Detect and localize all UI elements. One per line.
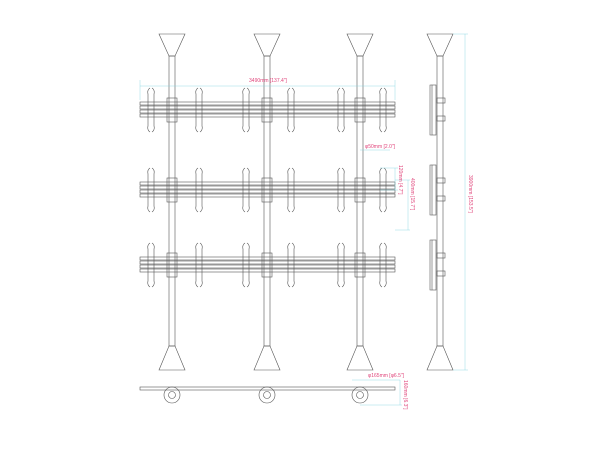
- bracket-ext: [380, 167, 398, 191]
- height-ext: [453, 33, 468, 371]
- bracket: [287, 167, 295, 213]
- pole-clamp: [261, 97, 273, 123]
- bracket: [337, 167, 345, 213]
- pole-clamp: [261, 177, 273, 203]
- side-bracket: [429, 164, 432, 216]
- crossbar: [139, 193, 396, 198]
- base-outline: [258, 386, 276, 404]
- pole-clamp: [354, 252, 366, 278]
- bracket: [242, 242, 250, 288]
- pole-clamp: [166, 252, 178, 278]
- width-ext: [139, 80, 396, 100]
- base-outline: [163, 386, 181, 404]
- floor-cone: [253, 345, 281, 371]
- row-offset-label: 400mm [15.7"]: [409, 178, 415, 211]
- side-mount: [431, 164, 437, 216]
- pole-diameter-label: φ50mm [2.0"]: [365, 144, 396, 150]
- row-ext: [395, 179, 410, 231]
- bracket: [242, 87, 250, 133]
- crossbar: [139, 260, 396, 265]
- width-label: 3490mm [137.4"]: [249, 78, 288, 84]
- side-top-cone: [426, 33, 454, 57]
- pole-clamp: [166, 177, 178, 203]
- bracket: [287, 87, 295, 133]
- pole: [168, 55, 176, 347]
- bracket: [379, 87, 387, 133]
- floor-cone: [346, 345, 374, 371]
- side-clamp: [436, 115, 446, 122]
- side-bracket: [429, 239, 432, 291]
- height-label: 3900mm [153.5"]: [467, 175, 473, 214]
- bracket: [337, 242, 345, 288]
- bracket: [147, 242, 155, 288]
- side-bracket: [429, 84, 432, 136]
- crossbar: [139, 268, 396, 273]
- side-clamp: [436, 252, 446, 259]
- bracket-spacing-label: 120mm [4.7"]: [397, 165, 403, 195]
- top-view: [139, 386, 396, 404]
- base-pole: [168, 391, 176, 399]
- bracket: [195, 242, 203, 288]
- base-outline: [351, 386, 369, 404]
- side-clamp: [436, 195, 446, 202]
- floor-cone: [158, 345, 186, 371]
- bracket: [147, 87, 155, 133]
- pole: [356, 55, 364, 347]
- bracket: [147, 167, 155, 213]
- base-pole: [263, 391, 271, 399]
- base-dim: [352, 379, 402, 406]
- top-cone: [346, 33, 374, 57]
- front-view: [139, 33, 396, 371]
- bracket: [195, 87, 203, 133]
- crossbar: [139, 256, 396, 261]
- dimension-lines: [139, 33, 468, 406]
- pole-clamp: [354, 97, 366, 123]
- pole-clamp: [166, 97, 178, 123]
- crossbar: [139, 264, 396, 269]
- bracket: [337, 87, 345, 133]
- pole-clamp: [354, 177, 366, 203]
- top-cone: [253, 33, 281, 57]
- crossbar: [139, 189, 396, 194]
- side-clamp: [436, 270, 446, 277]
- bracket: [195, 167, 203, 213]
- side-mount: [431, 84, 437, 136]
- base-diameter-label: φ165mm [φ6.5"]: [368, 373, 405, 379]
- crossbar: [139, 105, 396, 110]
- base-depth-label: 160mm [6.3"]: [402, 380, 408, 410]
- side-floor-cone: [426, 345, 454, 371]
- side-mount: [431, 239, 437, 291]
- pole-clamp: [261, 252, 273, 278]
- side-view: [426, 33, 454, 371]
- bracket: [379, 242, 387, 288]
- top-cone: [158, 33, 186, 57]
- side-clamp: [436, 97, 446, 104]
- side-clamp: [436, 177, 446, 184]
- crossbar: [139, 113, 396, 118]
- bracket: [287, 242, 295, 288]
- base-pole: [356, 391, 364, 399]
- crossbar: [139, 109, 396, 114]
- crossbar: [139, 101, 396, 106]
- pole: [263, 55, 271, 347]
- bracket: [242, 167, 250, 213]
